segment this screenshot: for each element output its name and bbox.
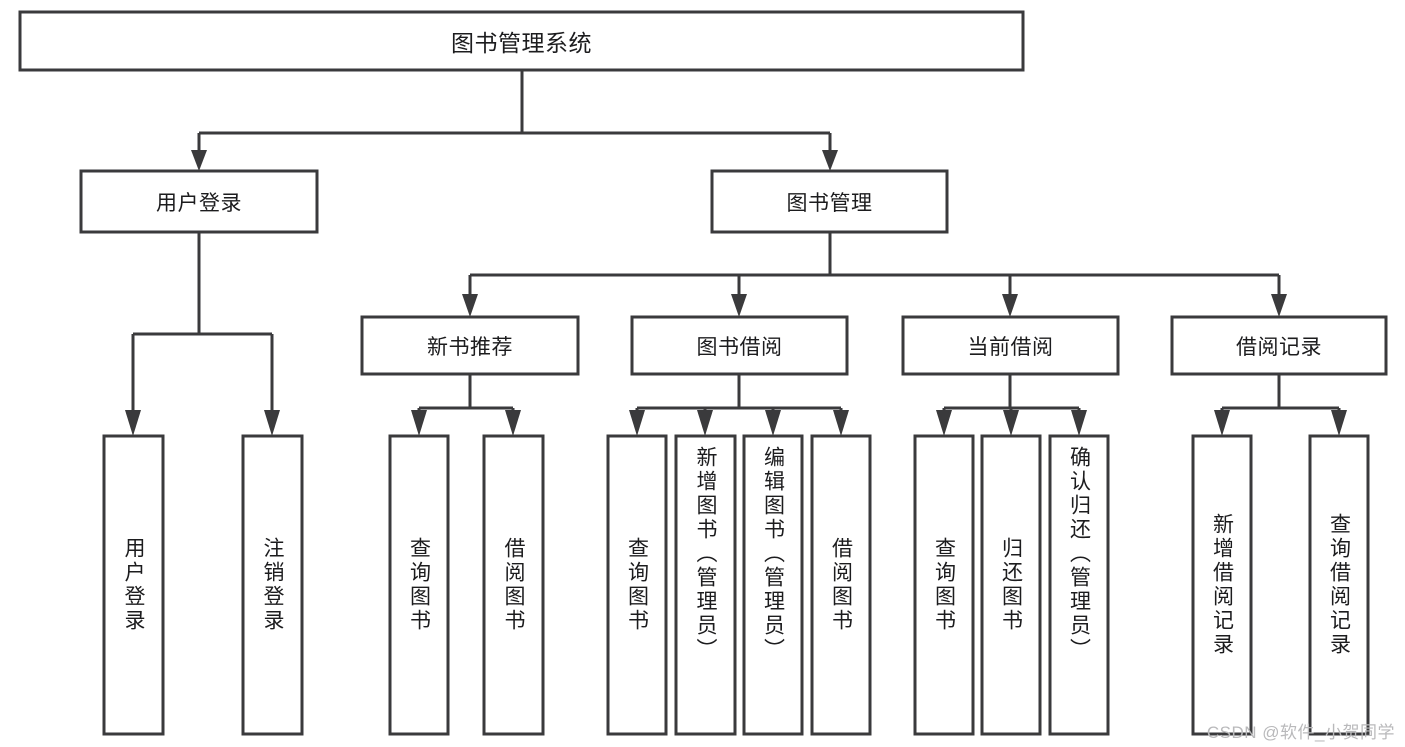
- leaf-user-login-box[interactable]: [102, 434, 165, 736]
- leaf-query-book-current-box[interactable]: [913, 434, 975, 736]
- arrow-to-leaf-borrow-book-recommend: [505, 410, 521, 436]
- leaf-borrow-book-recommend-box[interactable]: [482, 434, 545, 736]
- arrow-to-leaf-edit-book: [765, 410, 781, 436]
- leaf-query-book-borrow-box[interactable]: [606, 434, 668, 736]
- leaf-add-book-box[interactable]: [674, 434, 737, 736]
- arrow-to-leaf-confirm-return: [1071, 410, 1087, 436]
- arrow-to-leaf-query-book-current: [936, 410, 952, 436]
- arrow-to-user-login: [191, 150, 207, 171]
- arrow-to-leaf-borrow-book: [833, 410, 849, 436]
- leaf-borrow-book-box[interactable]: [810, 434, 872, 736]
- node-borrow-record-box[interactable]: [1170, 315, 1388, 376]
- node-root-box[interactable]: [18, 10, 1025, 72]
- node-book-management-box[interactable]: [710, 169, 949, 234]
- arrow-to-leaf-user-login: [125, 410, 141, 436]
- arrow-to-leaf-add-book: [697, 410, 713, 436]
- arrow-to-current-borrow: [1002, 294, 1018, 317]
- leaf-logout-box[interactable]: [241, 434, 304, 736]
- leaf-add-borrow-record-box[interactable]: [1191, 434, 1253, 736]
- arrow-to-leaf-query-book-borrow: [629, 410, 645, 436]
- arrow-to-leaf-add-borrow-record: [1214, 410, 1230, 436]
- leaf-query-borrow-record-box[interactable]: [1308, 434, 1370, 736]
- arrow-to-new-book-recommend: [462, 294, 478, 317]
- arrow-to-leaf-query-borrow-record: [1331, 410, 1347, 436]
- leaf-query-book-recommend-box[interactable]: [388, 434, 450, 736]
- leaf-return-book-box[interactable]: [980, 434, 1042, 736]
- arrow-to-book-management: [822, 150, 838, 171]
- leaf-edit-book-box[interactable]: [742, 434, 804, 736]
- arrow-to-leaf-logout: [264, 410, 280, 436]
- node-current-borrow-box[interactable]: [901, 315, 1120, 376]
- node-book-borrow-box[interactable]: [630, 315, 849, 376]
- arrow-to-leaf-return-book: [1003, 410, 1019, 436]
- arrow-to-leaf-query-book-recommend: [411, 410, 427, 436]
- node-user-login-box[interactable]: [79, 169, 319, 234]
- leaf-confirm-return-box[interactable]: [1048, 434, 1110, 736]
- arrow-to-borrow-record: [1271, 294, 1287, 317]
- arrow-to-book-borrow: [731, 294, 747, 317]
- node-new-book-recommend-box[interactable]: [360, 315, 580, 376]
